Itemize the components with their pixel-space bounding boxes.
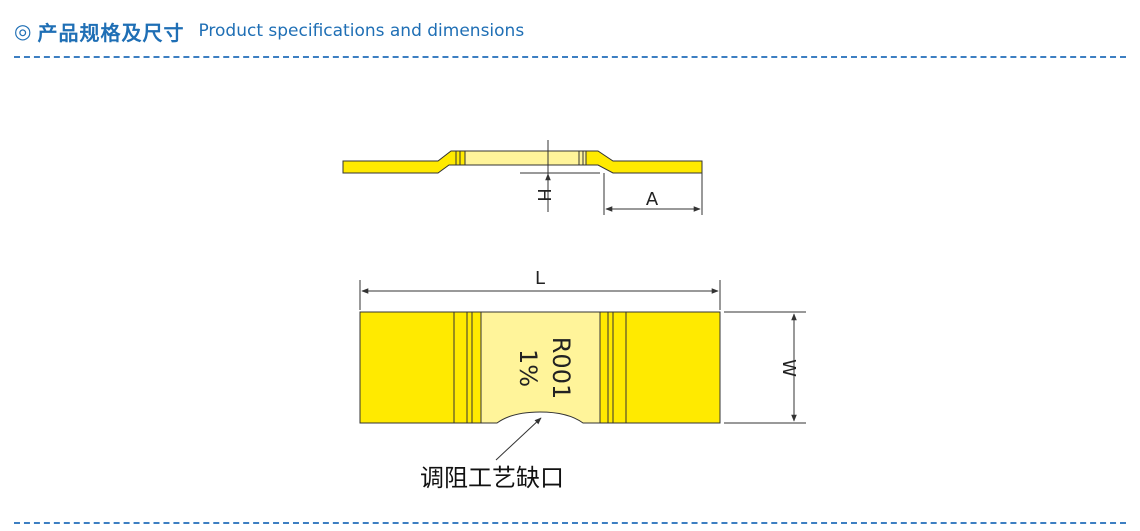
label-l: L: [535, 268, 545, 289]
dimension-h: H: [520, 140, 600, 212]
side-left-foot: [342, 150, 466, 174]
dimension-l: L: [359, 268, 721, 310]
label-w: W: [778, 359, 799, 377]
dimension-a: A: [603, 173, 703, 215]
section-title-en: Product specifications and dimensions: [198, 21, 525, 41]
side-view: H A: [342, 140, 703, 215]
resistor-element: [480, 311, 601, 424]
bottom-divider: [14, 522, 1126, 524]
marking-r001: R001: [547, 337, 575, 399]
bullet-icon: ◎: [14, 19, 32, 43]
side-resistor-body: [464, 150, 587, 166]
left-terminal: [359, 311, 455, 424]
right-terminal: [625, 311, 721, 424]
top-divider: [14, 56, 1126, 58]
section-header: ◎ 产品规格及尺寸 Product specifications and dim…: [14, 16, 524, 46]
label-a: A: [646, 189, 659, 210]
top-view: L R001 1% W 调阻工艺缺口: [359, 268, 806, 492]
notch-callout: 调阻工艺缺口: [420, 417, 564, 492]
dimension-w: W: [724, 311, 806, 424]
label-h: H: [533, 188, 554, 202]
side-right-foot: [585, 150, 703, 174]
marking-tolerance: 1%: [514, 349, 542, 387]
notch-callout-label: 调阻工艺缺口: [420, 464, 564, 492]
section-title-cn: 产品规格及尺寸: [37, 20, 185, 45]
